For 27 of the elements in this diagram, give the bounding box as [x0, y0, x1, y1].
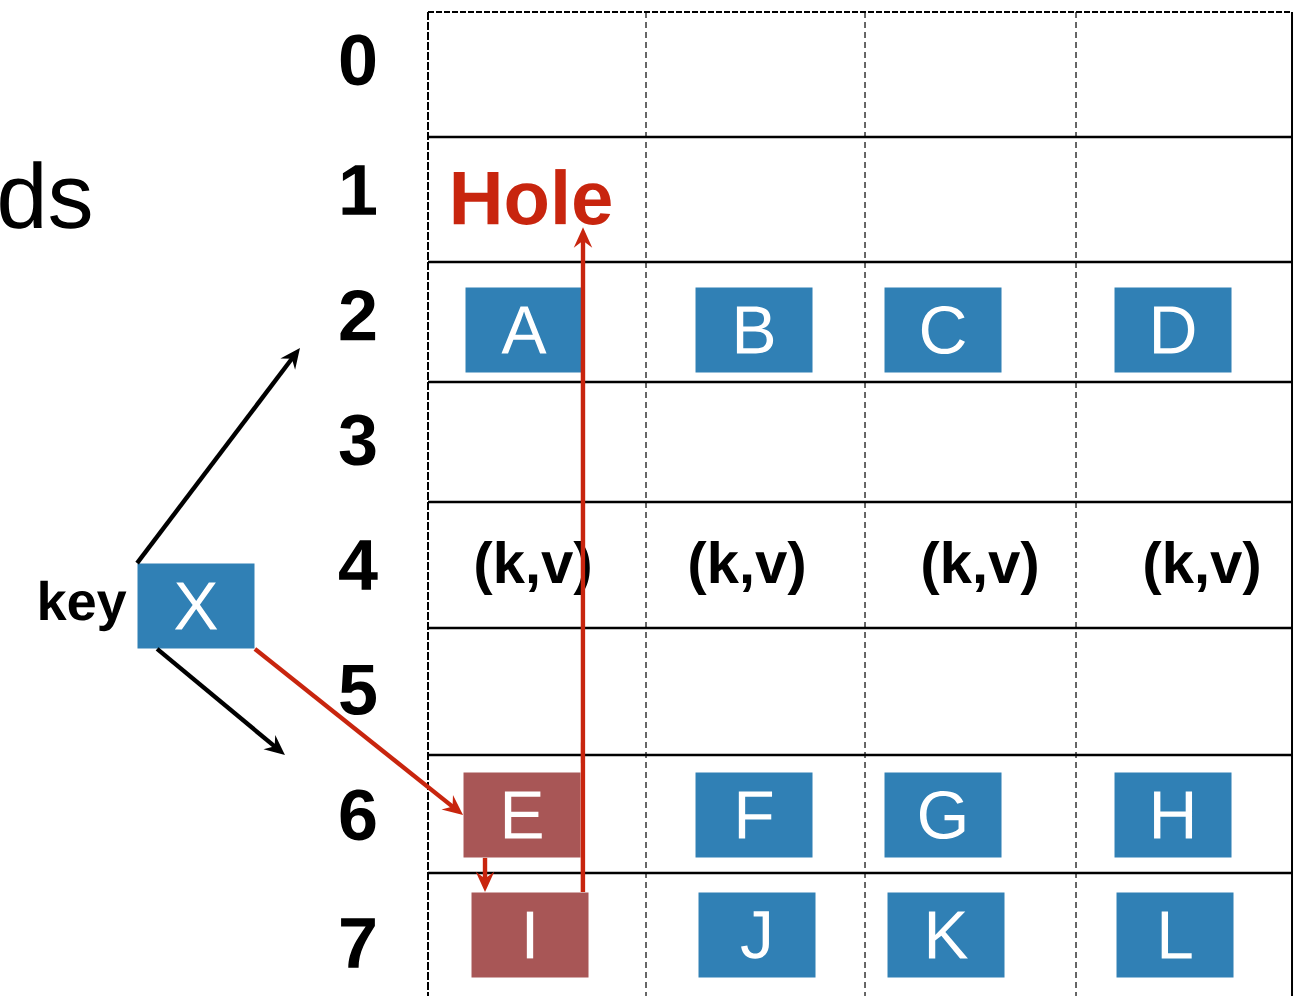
- row-number: 1: [342, 165, 376, 215]
- row-number: 2: [340, 289, 376, 341]
- letter-box: C: [884, 287, 1002, 373]
- title-fragment: ds: [0, 161, 91, 229]
- row-number: 0: [340, 34, 376, 86]
- letter-box: F: [695, 772, 813, 858]
- letter-box: D: [1114, 287, 1232, 373]
- letter-box: K: [887, 892, 1005, 978]
- letter-box: E: [463, 772, 581, 858]
- letter-box: A: [465, 287, 583, 373]
- row-number: 4: [339, 540, 378, 590]
- row-number: 5: [340, 664, 376, 716]
- letter-box: B: [695, 287, 813, 373]
- letter-box: L: [1116, 892, 1234, 978]
- letter-box: I: [471, 892, 589, 978]
- pair-label: (k,v): [923, 540, 1037, 596]
- pair-label: (k,v): [1145, 540, 1259, 596]
- letter-box: G: [884, 772, 1002, 858]
- letter-box: X: [137, 563, 255, 649]
- row-number: 6: [340, 789, 376, 841]
- row-number: 3: [339, 414, 376, 466]
- row-number: 7: [341, 918, 375, 968]
- hole-label: Hole: [453, 169, 611, 225]
- letter-box: H: [1114, 772, 1232, 858]
- letter-box: J: [698, 892, 816, 978]
- key-label: key: [40, 580, 127, 632]
- pair-label: (k,v): [690, 540, 804, 596]
